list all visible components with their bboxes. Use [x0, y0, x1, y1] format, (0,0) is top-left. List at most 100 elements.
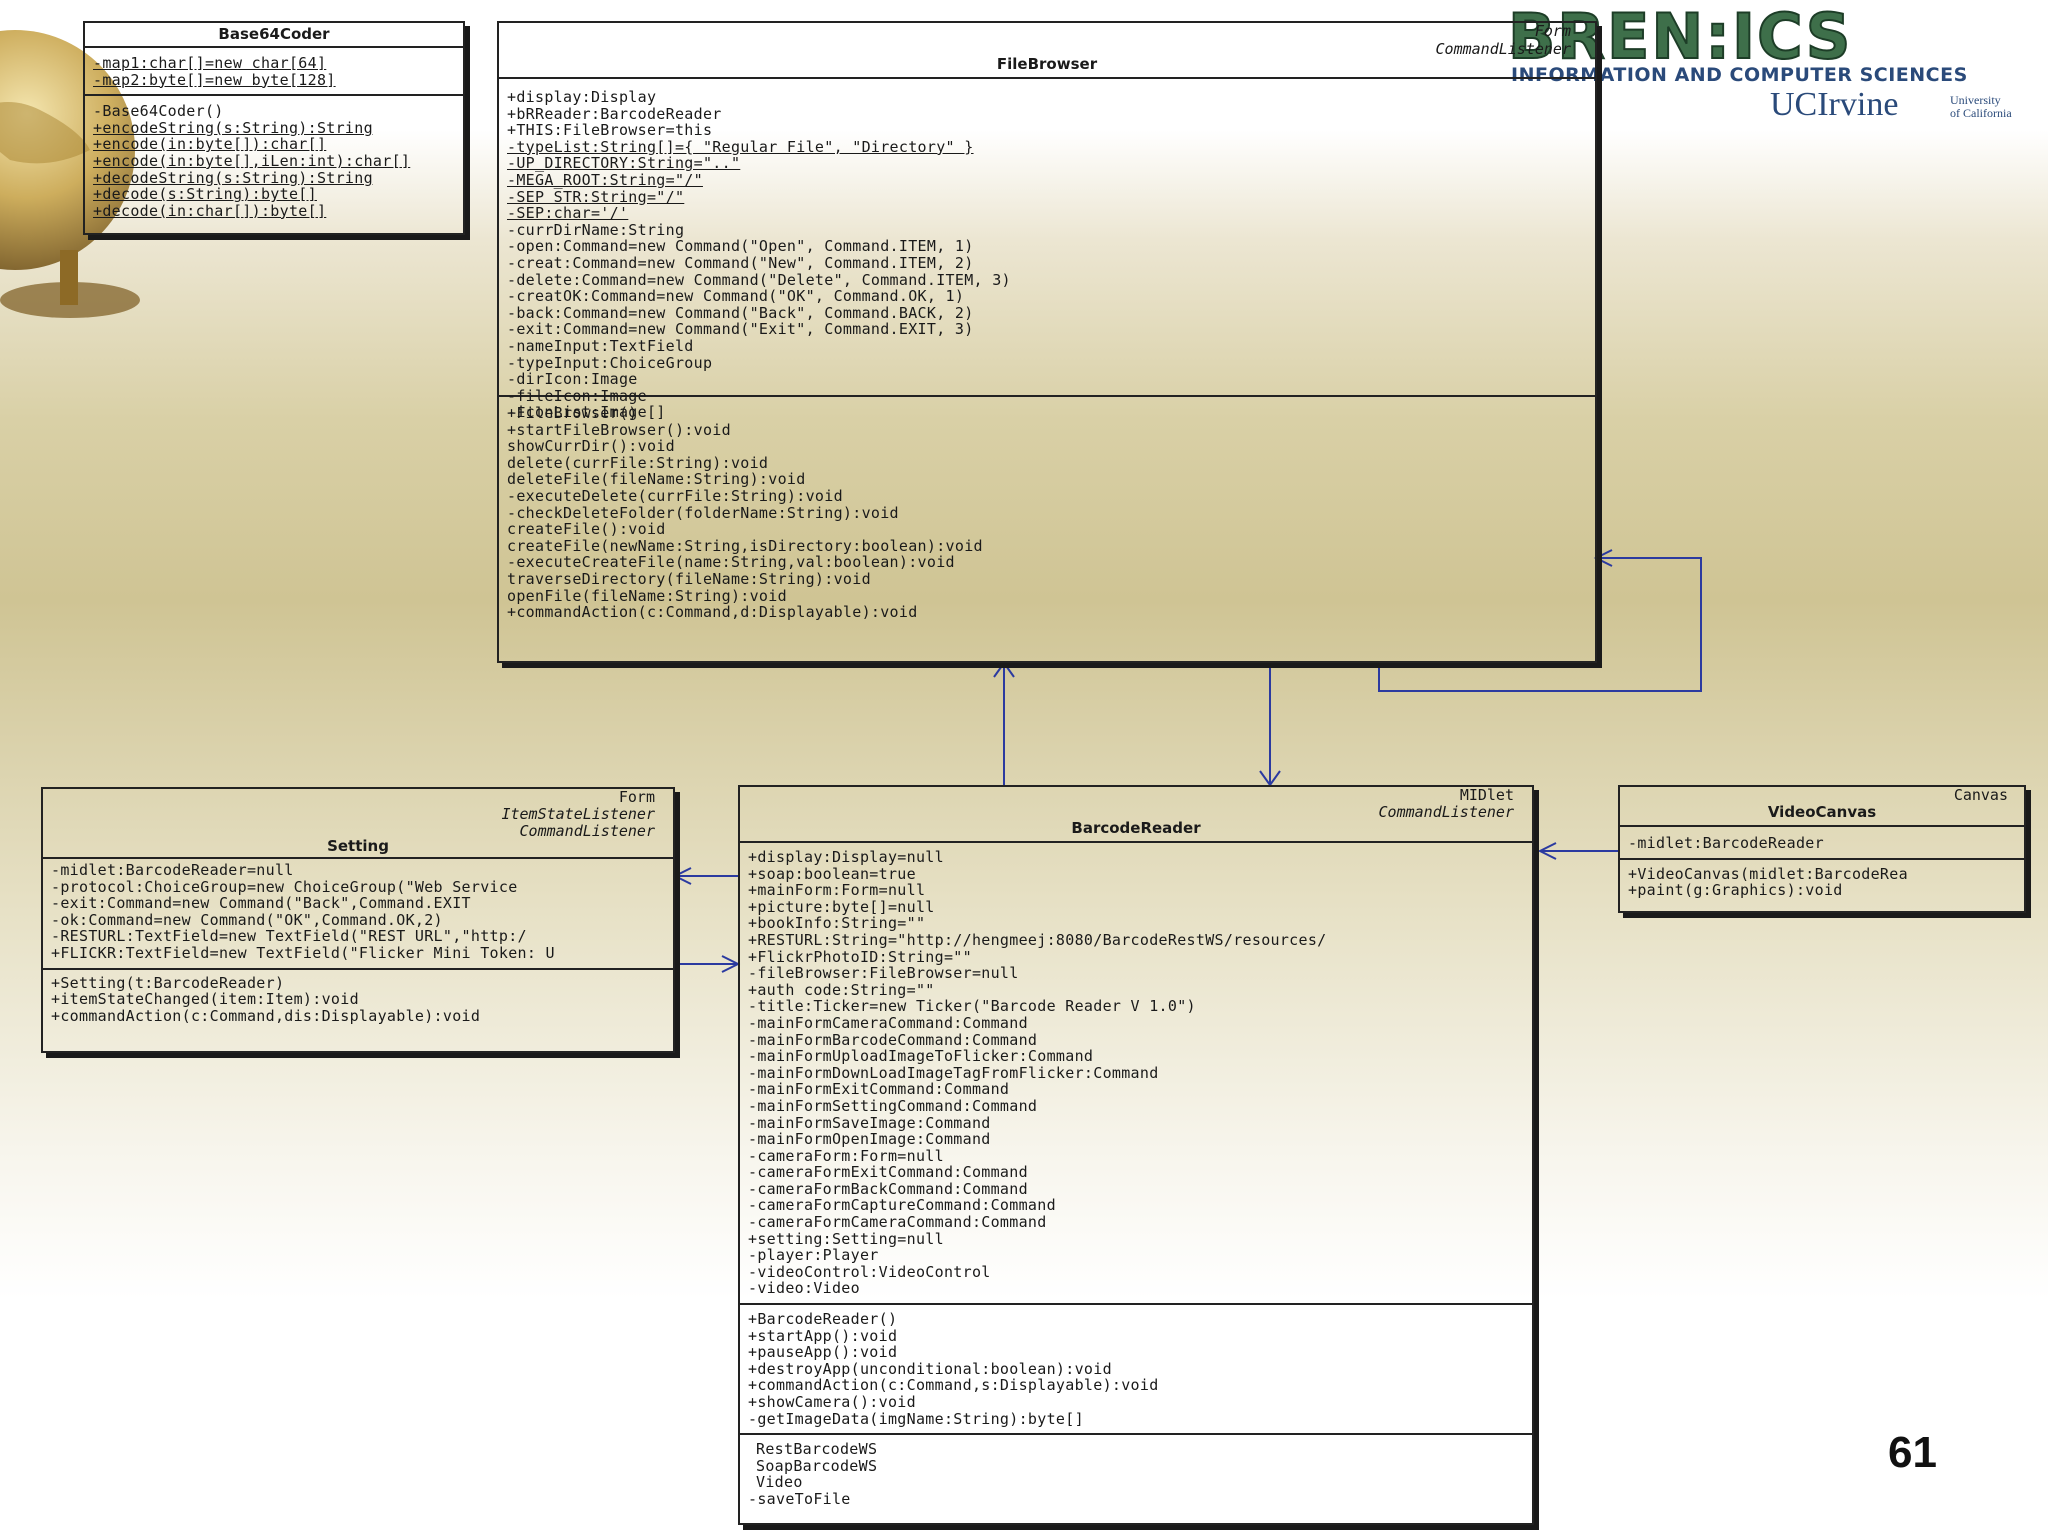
attribute: +auth_code:String="" — [748, 981, 935, 999]
attribute: -cameraFormBackCommand:Command — [748, 1180, 1028, 1198]
attribute: -title:Ticker=new Ticker("Barcode Reader… — [748, 998, 1196, 1015]
attribute: +picture:byte[]=null — [748, 898, 935, 916]
attribute: -typeInput:ChoiceGroup — [507, 354, 713, 372]
method: showCurrDir():void — [507, 438, 675, 455]
method: -Base64Coder() — [93, 103, 224, 120]
attribute: -iconList:Image[] — [507, 404, 666, 421]
method: +showCamera():void — [748, 1394, 916, 1411]
attributes-section: -midlet:BarcodeReader — [1620, 825, 2024, 858]
class-name: VideoCanvas — [1767, 803, 1877, 821]
method: +pauseApp():void — [748, 1344, 898, 1361]
attribute: +display:Display — [507, 89, 657, 106]
methods-section: -Base64Coder() +encodeString(s:String):S… — [85, 94, 463, 225]
stereotype: Canvas — [1953, 786, 2008, 804]
page-number: 61 — [1888, 1428, 1937, 1477]
class-base64coder: Base64Coder -map1:char[]=new char[64] -m… — [83, 21, 465, 235]
extras-section: RestBarcodeWS SoapBarcodeWS Video -saveT… — [740, 1433, 1532, 1513]
logo-subtitle: INFORMATION AND COMPUTER SCIENCES — [1511, 64, 1968, 86]
attribute: +setting:Setting=null — [748, 1230, 944, 1248]
attribute: +soap:boolean=true — [748, 865, 916, 883]
attribute: -RESTURL:TextField=new TextField("REST U… — [51, 928, 527, 945]
method: +startApp():void — [748, 1327, 898, 1345]
method: deleteFile(fileName:String):void — [507, 471, 806, 488]
attribute: +RESTURL:String="http://hengmeej:8080/Ba… — [748, 931, 1327, 949]
method: createFile(newName:String,isDirectory:bo… — [507, 537, 983, 555]
arrowhead-up-filebrowser — [993, 661, 1015, 678]
logo-uoc: University of California — [1950, 94, 2012, 120]
methods-section: +FileBrowser() +startFileBrowser():void … — [499, 395, 1595, 627]
attribute: -midlet:BarcodeReader=null — [51, 862, 294, 879]
attribute: -MEGA_ROOT:String="/" — [507, 171, 703, 189]
attributes-section: -map1:char[]=new char[64] -map2:byte[]=n… — [85, 46, 463, 94]
attribute: -currDirName:String — [507, 221, 685, 239]
method: +paint(g:Graphics):void — [1628, 882, 1843, 899]
logo-uoc-line1: University — [1950, 93, 2001, 107]
attribute: -SEP_STR:String="/" — [507, 188, 685, 206]
bren-ics-logo: BREN:ICS INFORMATION AND COMPUTER SCIENC… — [1507, 5, 2048, 126]
attribute: -mainFormOpenImage:Command — [748, 1131, 991, 1148]
attribute: -midlet:BarcodeReader — [1628, 835, 1824, 852]
attribute: -nameInput:TextField — [507, 337, 694, 355]
attribute: -creatOK:Command=new Command("OK", Comma… — [507, 288, 965, 305]
attribute: -mainFormUploadImageToFlicker:Command — [748, 1048, 1094, 1065]
attribute: +FLICKR:TextField=new TextField("Flicker… — [51, 944, 555, 962]
class-name: Base64Coder — [218, 25, 330, 43]
attribute: +display:Display=null — [748, 849, 944, 866]
class-videocanvas: Canvas VideoCanvas -midlet:BarcodeReader… — [1618, 785, 2026, 913]
method: +startFileBrowser():void — [507, 421, 731, 439]
attribute: -fileIcon:Image — [507, 387, 647, 405]
attribute: -exit:Command=new Command("Back",Command… — [51, 895, 471, 912]
attribute: -ok:Command=new Command("OK",Command.OK,… — [51, 911, 443, 929]
method: -getImageData(imgName:String):byte[] — [748, 1410, 1084, 1428]
extra-item: SoapBarcodeWS — [756, 1457, 878, 1475]
extra-item: Video — [756, 1474, 803, 1491]
method: +decodeString(s:String):String — [93, 169, 373, 187]
method: +commandAction(c:Command,s:Displayable):… — [748, 1377, 1159, 1394]
stereotype: Form — [1534, 22, 1571, 40]
attribute: -mainFormExitCommand:Command — [748, 1081, 1010, 1098]
attribute: +bookInfo:String="" — [748, 915, 926, 932]
attribute: -fileBrowser:FileBrowser=null — [748, 965, 1019, 982]
attribute: -open:Command=new Command("Open", Comman… — [507, 238, 974, 255]
attribute: -UP_DIRECTORY:String=".." — [507, 155, 741, 172]
logo-uci: UCIrvine — [1770, 86, 1899, 123]
method: +commandAction(c:Command,dis:Displayable… — [51, 1007, 481, 1025]
attribute: -map1:char[]=new char[64] — [93, 55, 327, 72]
attribute: -cameraForm:Form=null — [748, 1147, 944, 1165]
attributes-section: -midlet:BarcodeReader=null -protocol:Cho… — [43, 857, 673, 968]
attribute: -dirIcon:Image — [507, 371, 638, 388]
class-setting: Form ItemStateListener CommandListener S… — [41, 787, 675, 1053]
method: +BarcodeReader() — [748, 1311, 898, 1328]
method: +decode(s:String):byte[] — [93, 186, 317, 203]
method: openFile(fileName:String):void — [507, 587, 787, 605]
attribute: -exit:Command=new Command("Exit", Comman… — [507, 321, 974, 338]
arrowhead-barcode-from-videocanvas — [1537, 842, 1557, 860]
method: +encode(in:byte[],iLen:int):char[] — [93, 152, 411, 170]
method: +encode(in:byte[]):char[] — [93, 136, 327, 153]
methods-section: +Setting(t:BarcodeReader) +itemStateChan… — [43, 967, 673, 1031]
method: +decode(in:char[]):byte[] — [93, 202, 327, 220]
methods-section: +VideoCanvas(midlet:BarcodeRea +paint(g:… — [1620, 857, 2024, 905]
attribute: +bRReader:BarcodeReader — [507, 105, 722, 123]
stereotype: ItemStateListener — [501, 805, 655, 823]
method: +itemStateChanged(item:Item):void — [51, 991, 359, 1008]
stereotype: CommandListener — [1378, 803, 1514, 821]
globe-decoration-icon — [0, 30, 140, 318]
attribute: -creat:Command=new Command("New", Comman… — [507, 254, 974, 272]
stereotype: CommandListener — [519, 822, 655, 840]
method: +commandAction(c:Command,d:Displayable):… — [507, 604, 918, 621]
attribute: +THIS:FileBrowser=this — [507, 122, 713, 139]
arrowhead-setting — [672, 867, 692, 885]
stereotype: MIDlet — [1459, 786, 1514, 804]
attribute: -map2:byte[]=new byte[128] — [93, 71, 336, 89]
method: +destroyApp(unconditional:boolean):void — [748, 1360, 1112, 1378]
attribute: -protocol:ChoiceGroup=new ChoiceGroup("W… — [51, 878, 518, 896]
extra-item: -saveToFile — [748, 1490, 851, 1508]
attribute: -mainFormSettingCommand:Command — [748, 1097, 1038, 1115]
attribute: +FlickrPhotoID:String="" — [748, 948, 972, 966]
attribute: -video:Video — [748, 1280, 860, 1298]
attribute: -SEP:char='/' — [507, 205, 629, 222]
logo-uoc-line2: of California — [1950, 106, 2012, 120]
stereotype: CommandListener — [1435, 40, 1571, 58]
attributes-section: +display:Display +bRReader:BarcodeReader… — [499, 77, 1595, 420]
